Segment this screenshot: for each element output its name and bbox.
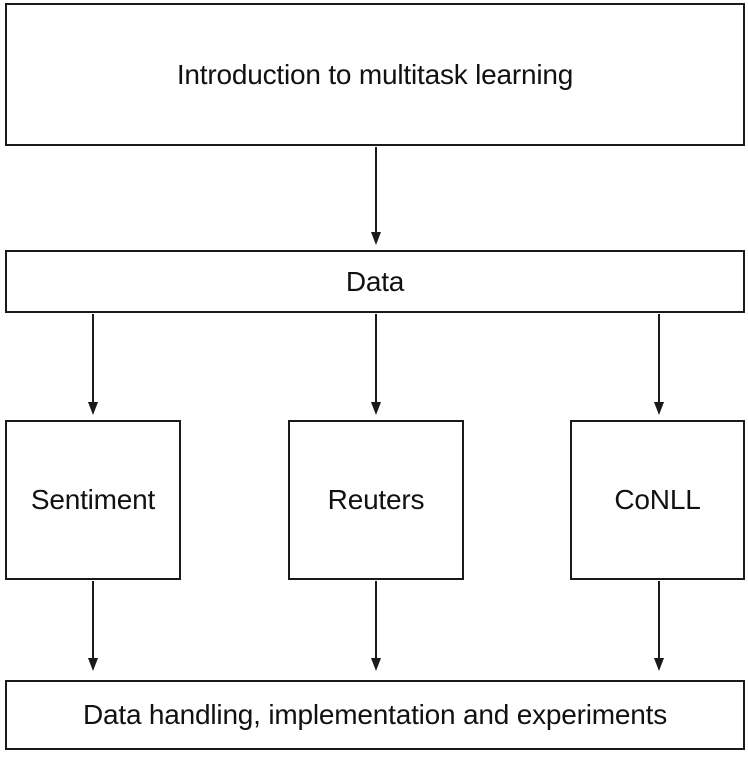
arrow-data-to-conll xyxy=(653,314,665,415)
arrow-reuters-to-experiments xyxy=(370,581,382,671)
arrow-stem xyxy=(92,581,94,658)
arrow-stem xyxy=(658,581,660,658)
node-experiments: Data handling, implementation and experi… xyxy=(5,680,745,750)
arrow-conll-to-experiments xyxy=(653,581,665,671)
arrow-stem xyxy=(658,314,660,402)
arrow-data-to-sentiment xyxy=(87,314,99,415)
node-sentiment: Sentiment xyxy=(5,420,181,580)
arrow-intro-to-data xyxy=(370,147,382,245)
arrow-stem xyxy=(375,314,377,402)
arrow-head-icon xyxy=(371,232,381,245)
node-experiments-label: Data handling, implementation and experi… xyxy=(82,699,668,731)
arrow-head-icon xyxy=(371,658,381,671)
node-introduction-label: Introduction to multitask learning xyxy=(176,58,574,90)
arrow-sentiment-to-experiments xyxy=(87,581,99,671)
arrow-data-to-reuters xyxy=(370,314,382,415)
arrow-stem xyxy=(92,314,94,402)
node-conll: CoNLL xyxy=(570,420,745,580)
node-reuters: Reuters xyxy=(288,420,464,580)
arrow-head-icon xyxy=(371,402,381,415)
node-introduction: Introduction to multitask learning xyxy=(5,3,745,146)
node-data: Data xyxy=(5,250,745,313)
arrow-head-icon xyxy=(88,402,98,415)
arrow-head-icon xyxy=(654,402,664,415)
node-data-label: Data xyxy=(345,265,405,297)
node-sentiment-label: Sentiment xyxy=(30,484,156,516)
arrow-stem xyxy=(375,147,377,232)
arrow-stem xyxy=(375,581,377,658)
arrow-head-icon xyxy=(654,658,664,671)
node-conll-label: CoNLL xyxy=(614,484,701,516)
node-reuters-label: Reuters xyxy=(327,484,425,516)
arrow-head-icon xyxy=(88,658,98,671)
